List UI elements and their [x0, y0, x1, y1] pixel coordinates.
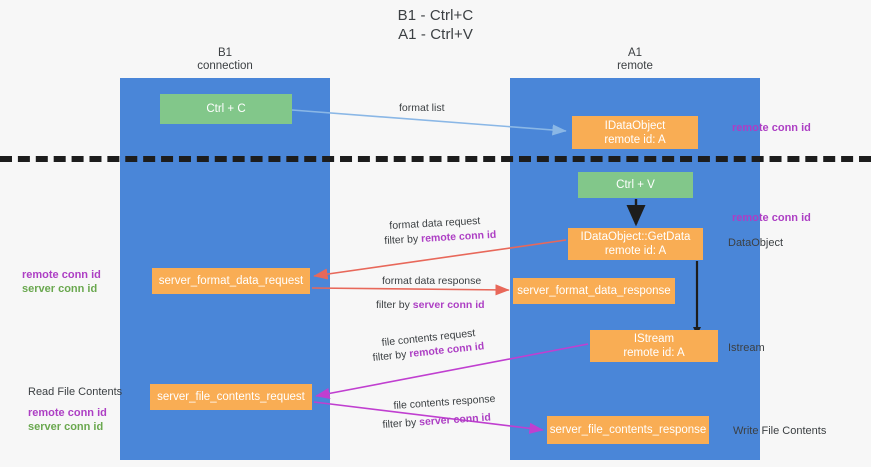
- box-istream-line2: remote id: A: [623, 347, 685, 359]
- box-server-file-contents-response-label: server_file_contents_response: [549, 424, 707, 436]
- annotation-left-server-conn-id-bottom: server conn id: [28, 421, 104, 433]
- phase-divider: [0, 156, 871, 162]
- box-data-object-line1: IDataObject: [604, 119, 666, 132]
- box-server-format-data-request-label: server_format_data_request: [158, 275, 304, 287]
- column-header-b1: B1 connection: [120, 47, 330, 73]
- annotation-remote-conn-id-mid: remote conn id: [732, 212, 811, 224]
- arrow-format-data-response: [311, 284, 510, 296]
- box-ctrl-v-line1: Ctrl + V: [616, 179, 655, 191]
- box-server-file-contents-response[interactable]: server_file_contents_response: [547, 416, 709, 444]
- box-ctrl-c-line1: Ctrl + C: [206, 103, 246, 115]
- annotation-istream: Istream: [728, 342, 765, 354]
- column-header-b1-sub: connection: [197, 60, 253, 72]
- annotation-left-conn-ids-mid: remote conn id server conn id: [22, 268, 101, 296]
- diagram-title: B1 - Ctrl+C A1 - Ctrl+V: [0, 6, 871, 44]
- label-filter-prefix: filter by: [376, 299, 413, 311]
- box-data-object[interactable]: IDataObject remote id: A: [572, 116, 698, 149]
- annotation-left-read-file-contents-group: Read File Contents remote conn id server…: [28, 385, 122, 434]
- column-header-a1-name: A1: [627, 47, 643, 59]
- column-header-a1: A1 remote: [510, 47, 760, 73]
- title-line-1: B1 - Ctrl+C: [397, 7, 474, 24]
- label-filter-prefix: filter by: [384, 232, 422, 247]
- label-format-data-response: format data response: [382, 275, 482, 287]
- box-server-file-contents-request-label: server_file_contents_request: [157, 391, 305, 403]
- arrow-format-data-request: [313, 239, 567, 280]
- annotation-left-server-conn-id-mid: server conn id: [22, 283, 98, 295]
- box-get-data-line1: IDataObject::GetData: [580, 231, 691, 243]
- box-istream-line1: IStream: [633, 333, 675, 345]
- column-header-b1-name: B1: [217, 47, 233, 59]
- label-format-data-response-filter: filter by server conn id: [376, 298, 485, 312]
- arrow-file-contents-request: [315, 343, 589, 399]
- annotation-read-file-contents: Read File Contents: [28, 386, 123, 398]
- box-server-format-data-request[interactable]: server_format_data_request: [152, 268, 310, 294]
- annotation-remote-conn-id-top: remote conn id: [732, 122, 811, 134]
- box-ctrl-v[interactable]: Ctrl + V: [578, 172, 693, 198]
- box-server-format-data-response[interactable]: server_format_data_response: [513, 278, 675, 304]
- box-server-file-contents-request[interactable]: server_file_contents_request: [150, 384, 312, 410]
- annotation-write-file-contents: Write File Contents: [733, 425, 827, 437]
- arrow-file-contents-response: [313, 401, 544, 434]
- box-istream[interactable]: IStream remote id: A: [590, 330, 718, 362]
- title-line-2: A1 - Ctrl+V: [398, 26, 473, 43]
- box-server-format-data-response-label: server_format_data_response: [517, 285, 671, 297]
- label-filter-prefix: filter by: [382, 416, 420, 431]
- box-data-object-line2: remote id: A: [604, 133, 666, 146]
- label-filter-prefix: filter by: [372, 348, 410, 364]
- label-format-list: format list: [399, 102, 445, 114]
- annotation-left-remote-conn-id-bottom: remote conn id: [28, 407, 107, 419]
- column-header-a1-sub: remote: [617, 60, 653, 72]
- box-ctrl-c[interactable]: Ctrl + C: [160, 94, 292, 124]
- box-get-data[interactable]: IDataObject::GetData remote id: A: [568, 228, 703, 260]
- arrow-format-list: [291, 109, 567, 136]
- label-filter-key: server conn id: [412, 299, 485, 311]
- annotation-dataobject: DataObject: [728, 237, 784, 249]
- box-get-data-line2: remote id: A: [604, 245, 667, 257]
- annotation-left-remote-conn-id-mid: remote conn id: [22, 269, 101, 281]
